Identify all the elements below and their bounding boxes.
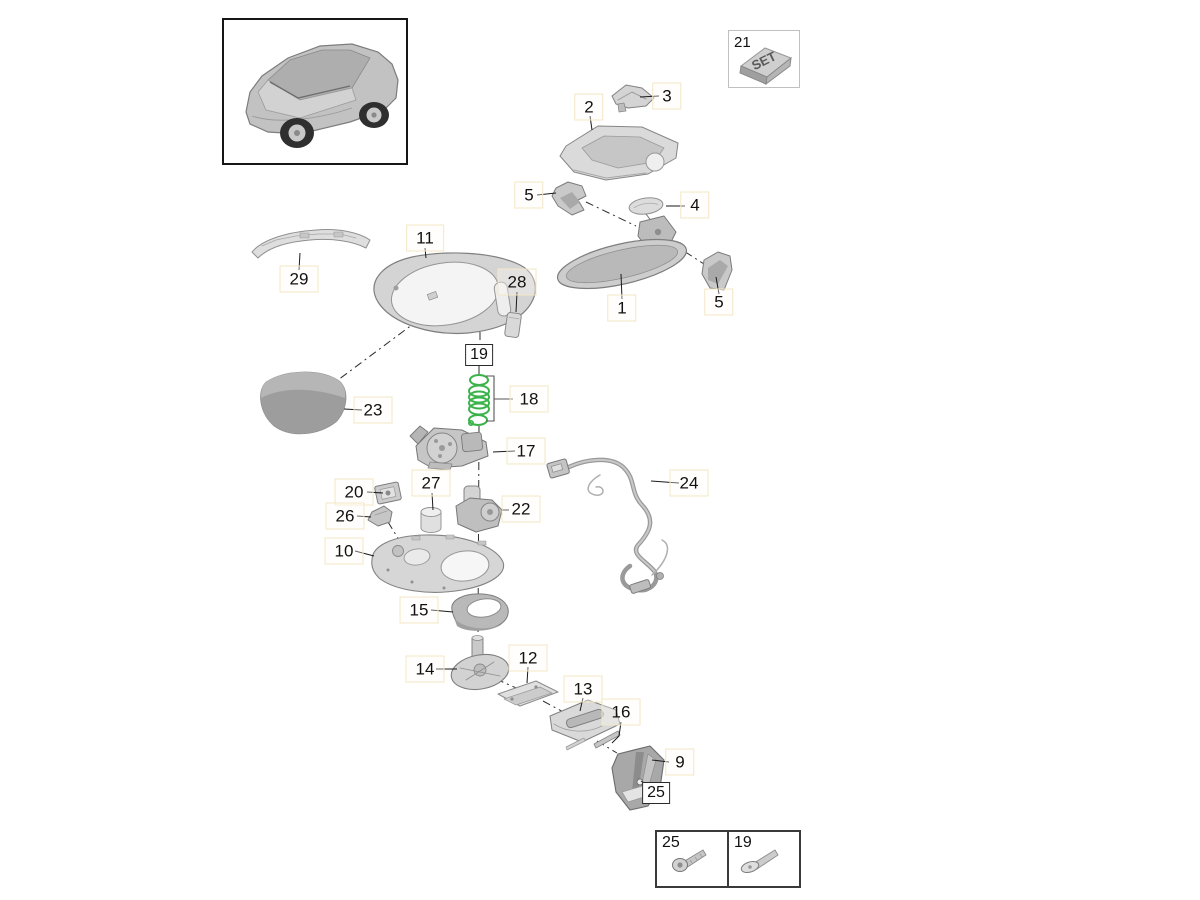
vehicle-illustration: [245, 43, 399, 148]
callout-part-3[interactable]: 3: [652, 82, 682, 110]
part-16-pin[interactable]: [565, 730, 621, 751]
part-12-plate[interactable]: [497, 680, 559, 707]
part-18-spring-kit[interactable]: [467, 374, 490, 426]
fastener-legend-screw-25[interactable]: 25: [657, 832, 727, 886]
callout-part-12[interactable]: 12: [508, 644, 548, 672]
part-23-mirror-glass[interactable]: [260, 371, 347, 435]
callout-part-29[interactable]: 29: [279, 265, 319, 293]
callout-part-10[interactable]: 10: [324, 537, 364, 565]
callout-part-17[interactable]: 17: [506, 437, 546, 465]
part-28-cap[interactable]: [504, 312, 522, 338]
part-27-bushing[interactable]: [420, 507, 442, 533]
part-4-cover-plate[interactable]: [628, 196, 664, 217]
callout-part-26[interactable]: 26: [325, 502, 365, 530]
part-5-right-cover[interactable]: [701, 251, 733, 291]
part-26-clip[interactable]: [367, 505, 393, 527]
callout-part-16[interactable]: 16: [601, 698, 641, 726]
callout-part-1[interactable]: 1: [607, 294, 637, 322]
part-22-motor[interactable]: [455, 485, 503, 533]
callout-part-24[interactable]: 24: [669, 469, 709, 497]
part-10-base-plate[interactable]: [371, 534, 505, 593]
screw-25-icon: [672, 849, 707, 872]
callout-part-5b[interactable]: 5: [704, 288, 734, 316]
part-17-bracket[interactable]: [409, 425, 489, 471]
callout-part-27[interactable]: 27: [411, 469, 451, 497]
fastener-legend-screw-19[interactable]: 19: [727, 832, 799, 886]
callout-part-2[interactable]: 2: [574, 93, 604, 121]
callout-part-19[interactable]: 19: [465, 344, 493, 366]
callout-part-9[interactable]: 9: [665, 748, 695, 776]
part-29-trim-strip[interactable]: [251, 229, 371, 259]
fastener-19-number: 19: [734, 834, 752, 851]
callout-part-14[interactable]: 14: [405, 655, 445, 683]
part-14-mirror-base[interactable]: [448, 635, 511, 694]
callout-part-25[interactable]: 25: [642, 782, 670, 804]
fastener-legend: 25 19: [655, 830, 801, 888]
part-1-interior-mirror[interactable]: [553, 230, 691, 299]
set-kit-number: 21: [734, 34, 751, 51]
callout-part-11[interactable]: 11: [406, 224, 444, 252]
callout-part-15[interactable]: 15: [399, 596, 439, 624]
callout-part-5a[interactable]: 5: [514, 181, 544, 209]
callout-part-23[interactable]: 23: [353, 396, 393, 424]
screw-19-icon: [740, 849, 779, 874]
part-11-housing-shell[interactable]: [373, 252, 536, 335]
callout-part-18[interactable]: 18: [509, 385, 549, 413]
part-24-wiring-harness[interactable]: [546, 457, 669, 594]
fastener-25-number: 25: [662, 834, 680, 851]
vehicle-thumbnail: [222, 18, 408, 165]
callout-part-22[interactable]: 22: [501, 495, 541, 523]
part-2-housing-cover[interactable]: [559, 125, 679, 181]
set-kit-illustration: SET: [739, 47, 792, 86]
part-20-bracket[interactable]: [374, 481, 402, 505]
callout-part-28[interactable]: 28: [497, 268, 537, 296]
callout-part-20[interactable]: 20: [334, 478, 374, 506]
set-kit-box[interactable]: 21 SET: [728, 30, 800, 88]
part-5-left-cover[interactable]: [551, 181, 587, 216]
part-3-bracket[interactable]: [611, 84, 655, 113]
callout-part-4[interactable]: 4: [680, 191, 710, 219]
part-15-gasket[interactable]: [451, 593, 509, 631]
callout-part-13[interactable]: 13: [563, 675, 603, 703]
